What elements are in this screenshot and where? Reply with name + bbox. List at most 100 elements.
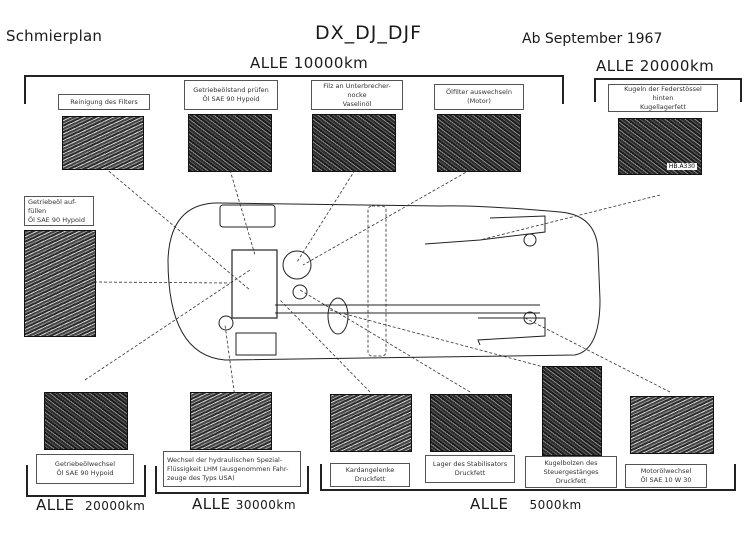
interval-word: ALLE xyxy=(36,496,75,514)
photo-steering-ball-joints xyxy=(542,366,602,456)
label-line: Druckfett xyxy=(454,469,486,477)
photo-spring-strut: HB.A330 xyxy=(618,118,702,175)
photo-air-filter xyxy=(62,116,144,170)
label-line: Getriebeöl auf- xyxy=(28,197,77,206)
label-line: Filz an Unterbrecher- xyxy=(323,81,391,90)
label-line: Kugellagerfett xyxy=(640,102,686,111)
model-designation: DX_DJ_DJF xyxy=(315,22,423,44)
label-line: zeuge des Typs USA) xyxy=(167,473,235,482)
leader-line xyxy=(224,324,236,399)
interval-10000-label: ALLE 10000km xyxy=(250,54,368,72)
photo-oil-filter xyxy=(437,114,521,172)
label-line: Flüssigkeit LHM (ausgenommen Fahr- xyxy=(167,464,289,473)
part-number-tag: HB.A330 xyxy=(666,163,697,170)
label-cardan-joints: Kardangelenke Druckfett xyxy=(330,463,410,487)
bracket-20000km-top xyxy=(594,78,742,102)
bracket-20000km-bottom xyxy=(26,465,146,497)
label-line: Kugelbolzen des xyxy=(544,458,598,467)
label-line: (Motor) xyxy=(467,97,491,105)
rear-arm-bottom xyxy=(477,317,546,346)
photo-gearbox-level xyxy=(188,114,272,172)
label-line: Lager des Stabilisators xyxy=(432,460,508,468)
photo-gearbox-change xyxy=(44,392,128,450)
bracket-30000km xyxy=(155,466,309,494)
validity-date: Ab September 1967 xyxy=(522,31,663,47)
label-line: Druckfett xyxy=(555,476,587,485)
label-engine-oil: Motorölwechsel Öl SAE 10 W 30 xyxy=(625,464,707,488)
leader-line xyxy=(229,169,256,256)
label-hydraulic-fluid: Wechsel der hydraulischen Spezial- Flüss… xyxy=(163,451,301,487)
leader-line xyxy=(299,289,471,393)
leader-line xyxy=(104,167,251,291)
leader-line xyxy=(302,169,471,266)
label-stabilizer-bearing: Lager des Stabilisators Druckfett xyxy=(425,455,515,483)
leader-line xyxy=(524,317,671,393)
label-line: Getriebeölstand prüfen xyxy=(193,86,269,94)
steering-wheel xyxy=(327,297,349,335)
label-line: hinten xyxy=(652,93,674,102)
label-line: Öl SAE 90 Hypoid xyxy=(56,469,114,477)
label-line: Wechsel der hydraulischen Spezial- xyxy=(167,455,283,464)
label-spring-strut: Kugeln der Federstössel hinten Kugellage… xyxy=(608,84,718,112)
label-line: Ölfilter auswechseln xyxy=(446,88,512,96)
interval-km: 30000km xyxy=(235,498,297,512)
label-steering-ball-joints: Kugelbolzen des Steuergestänges Druckfet… xyxy=(525,456,617,488)
leader-line xyxy=(479,194,661,241)
photo-gearbox-topup xyxy=(24,230,96,337)
interval-word: ALLE xyxy=(192,495,231,513)
interval-5000-label: ALLE 5000km xyxy=(470,495,582,513)
photo-breaker-felt xyxy=(312,114,396,172)
leader-line xyxy=(93,281,231,284)
bracket-5000km xyxy=(320,464,736,491)
label-breaker-felt: Filz an Unterbrecher- nocke Vaselinöl xyxy=(311,80,403,110)
interval-word: ALLE xyxy=(250,54,289,72)
label-line: nocke xyxy=(347,90,367,99)
leader-lines xyxy=(84,167,671,399)
interval-30000-label: ALLE 30000km xyxy=(192,495,296,513)
photo-stabilizer-bearing xyxy=(430,394,512,452)
leader-line xyxy=(279,299,371,393)
label-line: Kardangelenke xyxy=(345,466,395,474)
label-line: Öl SAE 90 Hypoid xyxy=(202,95,260,103)
interval-km: 5000km xyxy=(529,498,582,512)
label-gearbox-change: Getriebeölwechsel Öl SAE 90 Hypoid xyxy=(36,454,134,484)
label-line: Öl SAE 90 Hypoid xyxy=(28,215,85,224)
rear-spring-bottom xyxy=(523,311,537,325)
label-gearbox-level: Getriebeölstand prüfen Öl SAE 90 Hypoid xyxy=(184,80,278,110)
label-line: Motorölwechsel xyxy=(640,467,692,475)
engine-part xyxy=(292,284,308,300)
rear-arm-top xyxy=(424,215,546,245)
center-crossmember xyxy=(367,205,387,357)
photo-hydraulic-fluid xyxy=(190,392,272,450)
front-wheel-bottom xyxy=(235,332,277,356)
label-oil-filter: Ölfilter auswechseln (Motor) xyxy=(434,84,524,110)
leader-line xyxy=(329,309,556,371)
photo-engine-oil xyxy=(630,396,714,454)
leader-line xyxy=(296,169,356,263)
engine-block xyxy=(231,249,278,319)
bracket-10000km xyxy=(24,75,564,104)
interval-word: ALLE xyxy=(470,495,509,513)
label-line: Öl SAE 10 W 30 xyxy=(640,476,692,484)
label-line: Vaselinöl xyxy=(342,99,372,108)
interval-km: 20000km xyxy=(639,57,715,75)
car-body-outline xyxy=(167,202,601,361)
front-joint xyxy=(218,315,234,331)
rear-spring-top xyxy=(523,233,537,247)
label-line: Reinigung des Filters xyxy=(70,97,138,106)
engine-pulley xyxy=(282,250,312,280)
chart-title: Schmierplan xyxy=(6,27,103,45)
photo-cardan-joints xyxy=(330,394,412,452)
label-line: Druckfett xyxy=(354,475,386,483)
label-air-filter: Reinigung des Filters xyxy=(58,94,150,110)
interval-km: 10000km xyxy=(293,54,369,72)
label-line: füllen xyxy=(28,206,47,215)
leader-line xyxy=(84,269,251,381)
label-line: Getriebeölwechsel xyxy=(54,460,116,468)
interval-km: 20000km xyxy=(85,499,146,513)
interval-20000-bottom-label: ALLE 20000km xyxy=(36,496,145,514)
label-line: Kugeln der Federstössel xyxy=(624,84,702,93)
label-line: Steuergestänges xyxy=(543,467,599,476)
interval-word: ALLE xyxy=(596,57,635,75)
